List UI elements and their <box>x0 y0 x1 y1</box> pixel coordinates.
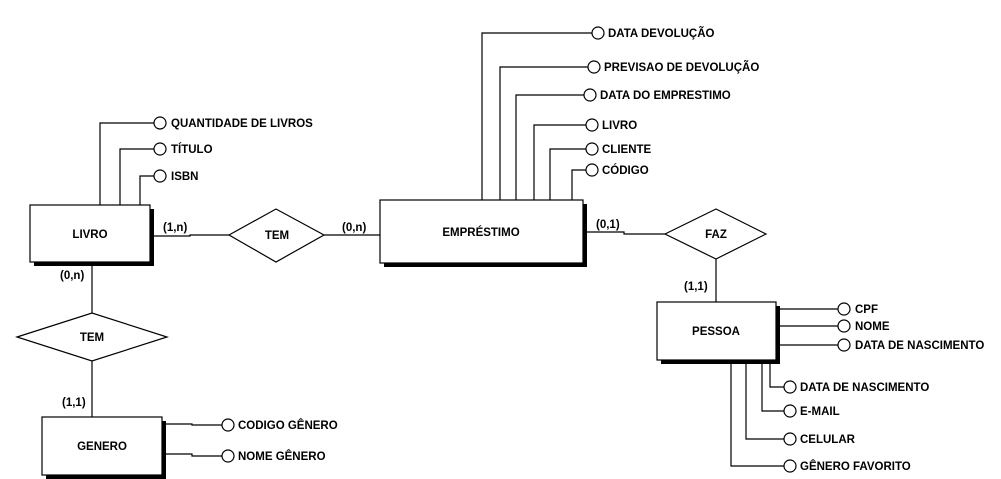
link-livro-isbn <box>139 175 154 205</box>
attr-circle-nome <box>837 319 851 333</box>
entity-pessoa: PESSOA <box>656 301 780 364</box>
entity-genero: GENERO <box>41 416 166 479</box>
relationship-tem-genero-label: TEM <box>80 332 104 344</box>
link-genero-codigo <box>162 423 222 426</box>
cardinality-pessoa-faz: (1,1) <box>684 281 708 293</box>
link-pessoa-nascimento-2 <box>769 360 784 388</box>
attr-circle-quantidade <box>153 116 167 130</box>
attr-circle-celular <box>783 432 797 446</box>
attr-circle-nascimento-2 <box>783 380 797 394</box>
attr-circle-livro <box>585 118 599 132</box>
attr-circle-genero-favorito <box>783 459 797 473</box>
entity-genero-label: GENERO <box>77 441 127 453</box>
attr-label-isbn: ISBN <box>171 171 198 183</box>
attr-circle-isbn <box>153 169 167 183</box>
attr-label-codigo: CÓDIGO <box>602 164 649 177</box>
attr-label-previsao: PREVISAO DE DEVOLUÇÃO <box>604 61 759 74</box>
cardinality-labels: (1,n) (0,n) (0,n) (1,1) (0,1) (1,1) <box>60 219 708 409</box>
relationship-tem-label: TEM <box>265 230 289 242</box>
attr-circle-cpf <box>837 302 851 316</box>
relationship-tem-livro-emprestimo: TEM <box>227 208 326 263</box>
link-emprestimo-previsao <box>499 66 588 200</box>
attr-circle-codigo <box>585 163 599 177</box>
attr-circle-nome-genero <box>221 449 235 463</box>
attr-label-nascimento-2: DATA DE NASCIMENTO <box>800 382 929 394</box>
relationship-faz-label: FAZ <box>705 229 727 241</box>
attr-label-data-devolucao: DATA DEVOLUÇÃO <box>608 27 715 40</box>
attribute-labels: QUANTIDADE DE LIVROS TÍTULO ISBN DATA DE… <box>171 27 984 473</box>
attr-circle-data-emprestimo <box>583 88 597 102</box>
cardinality-livro-tem-genero: (0,n) <box>60 270 84 282</box>
entity-emprestimo: EMPRÉSTIMO <box>379 199 587 267</box>
attr-label-cliente: CLIENTE <box>602 144 652 156</box>
connector-lines <box>91 32 838 467</box>
attr-label-titulo: TÍTULO <box>171 143 213 156</box>
link-emprestimo-codigo <box>571 169 586 200</box>
attr-label-email: E-MAIL <box>800 406 840 418</box>
attr-label-nascimento-1: DATA DE NASCIMENTO <box>855 340 984 352</box>
attr-label-codigo-genero: CODIGO GÊNERO <box>238 419 338 432</box>
entity-emprestimo-label: EMPRÉSTIMO <box>442 226 519 239</box>
attr-label-quantidade: QUANTIDADE DE LIVROS <box>171 118 313 130</box>
attr-label-cpf: CPF <box>855 304 878 316</box>
link-pessoa-email <box>761 360 784 412</box>
attr-circle-data-devolucao <box>591 26 605 40</box>
link-pessoa-genero-favorito <box>730 360 784 467</box>
relationship-tem-livro-genero: TEM <box>15 312 169 362</box>
link-livro-quantidade <box>99 122 154 205</box>
relationship-faz: FAZ <box>663 208 768 260</box>
attr-label-data-emprestimo: DATA DO EMPRESTIMO <box>600 90 731 102</box>
attr-label-nome: NOME <box>855 321 890 333</box>
link-emprestimo-cliente <box>549 148 586 200</box>
attr-circle-email <box>783 404 797 418</box>
attr-label-celular: CELULAR <box>800 434 856 446</box>
attr-circle-previsao <box>587 60 601 74</box>
attr-label-nome-genero: NOME GÊNERO <box>238 450 326 463</box>
attr-label-genero-favorito: GÊNERO FAVORITO <box>800 460 911 473</box>
cardinality-genero-tem: (1,1) <box>62 397 86 409</box>
cardinality-emprestimo-tem: (0,n) <box>342 222 366 234</box>
link-livro-titulo <box>119 148 154 205</box>
attr-circle-cliente <box>585 142 599 156</box>
cardinality-emprestimo-faz: (0,1) <box>596 219 620 231</box>
entity-livro: LIVRO <box>29 204 154 266</box>
entity-pessoa-label: PESSOA <box>692 326 740 338</box>
link-emprestimo-faz <box>583 231 665 235</box>
attr-circle-titulo <box>153 142 167 156</box>
link-livro-tem <box>150 234 229 237</box>
attribute-circles <box>153 26 851 473</box>
link-emprestimo-data-devolucao <box>481 32 592 200</box>
link-emprestimo-livro <box>533 124 586 200</box>
cardinality-livro-tem: (1,n) <box>163 222 187 234</box>
attr-circle-nascimento-1 <box>837 338 851 352</box>
link-genero-nome <box>162 453 222 457</box>
link-pessoa-celular <box>745 360 784 440</box>
attr-circle-codigo-genero <box>221 418 235 432</box>
entity-livro-label: LIVRO <box>72 229 107 241</box>
link-emprestimo-data-emprestimo <box>515 94 584 200</box>
attr-label-livro: LIVRO <box>602 120 637 132</box>
